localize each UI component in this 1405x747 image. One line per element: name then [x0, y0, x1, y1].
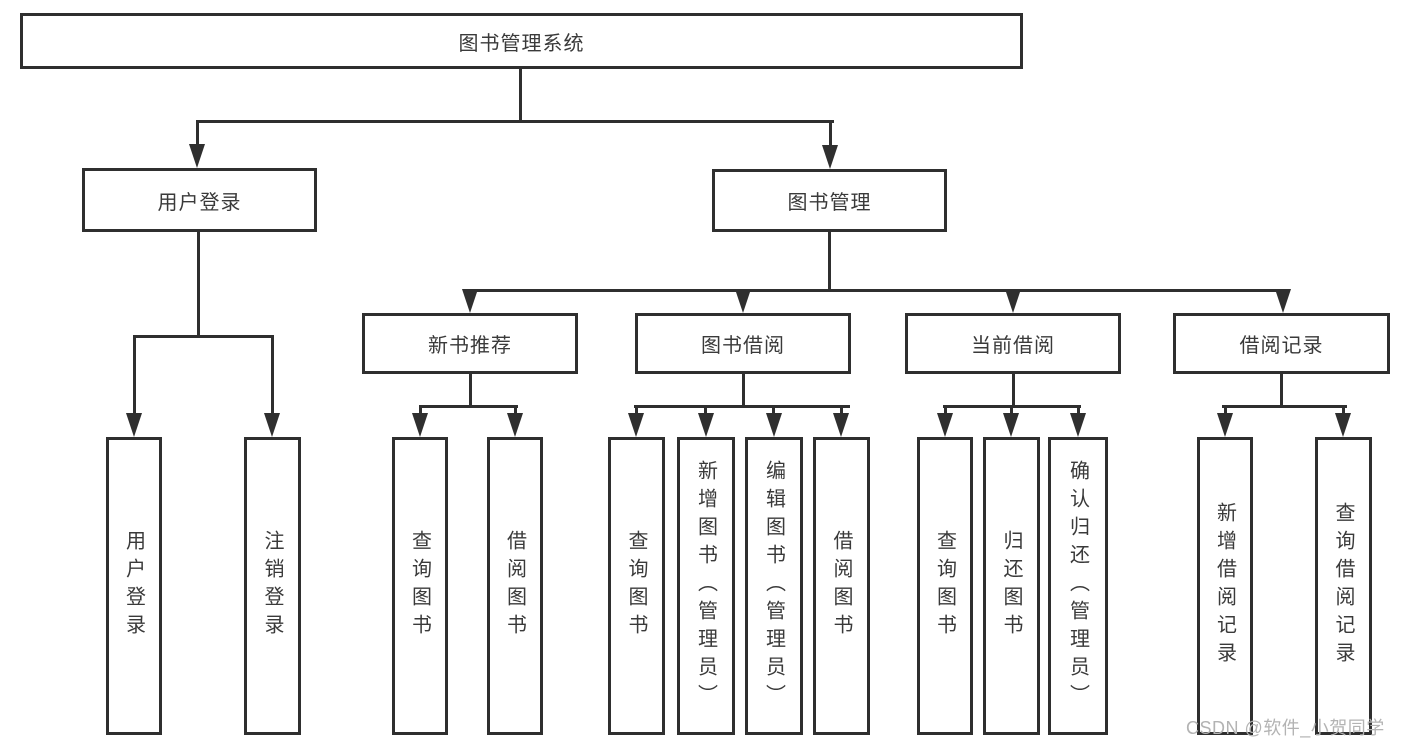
connector-line [634, 405, 850, 408]
csdn-watermark: CSDN @软件_小贺同学 [1186, 718, 1385, 738]
connector-line [469, 289, 1286, 292]
connector-line [828, 232, 831, 292]
connector-line [469, 374, 472, 408]
arrow-down-icon [766, 413, 782, 437]
node-new-book-recommend: 新书推荐 [362, 313, 578, 374]
arrow-down-icon [264, 413, 280, 437]
leaf-query-borrow-record: 查询借阅记录 [1315, 437, 1372, 735]
leaf-add-book-admin: 新增图书（管理员） [677, 437, 735, 735]
connector-line [829, 120, 832, 159]
connector-line [742, 374, 745, 408]
connector-line [197, 232, 200, 338]
leaf-borrow-book: 借阅图书 [813, 437, 870, 735]
node-borrow-record: 借阅记录 [1173, 313, 1390, 374]
connector-line [1222, 405, 1347, 408]
arrow-down-icon [937, 413, 953, 437]
node-book-management: 图书管理 [712, 169, 947, 232]
arrow-down-icon [412, 413, 428, 437]
connector-line [1280, 374, 1283, 408]
leaf-borrow-query-book: 查询图书 [608, 437, 665, 735]
connector-line [519, 69, 522, 123]
arrow-down-icon [1275, 289, 1291, 313]
node-book-borrow: 图书借阅 [635, 313, 851, 374]
arrow-down-icon [1005, 289, 1021, 313]
arrow-down-icon [126, 413, 142, 437]
arrow-down-icon [833, 413, 849, 437]
connector-line [133, 335, 274, 338]
leaf-current-query-book: 查询图书 [917, 437, 973, 735]
node-root: 图书管理系统 [20, 13, 1023, 69]
connector-line [196, 120, 834, 123]
arrow-down-icon [189, 144, 205, 168]
leaf-add-borrow-record: 新增借阅记录 [1197, 437, 1253, 735]
arrow-down-icon [507, 413, 523, 437]
leaf-confirm-return-admin: 确认归还（管理员） [1048, 437, 1108, 735]
arrow-down-icon [698, 413, 714, 437]
leaf-recommend-borrow-book: 借阅图书 [487, 437, 543, 735]
connector-line [271, 335, 274, 423]
leaf-logout: 注销登录 [244, 437, 301, 735]
leaf-edit-book-admin: 编辑图书（管理员） [745, 437, 803, 735]
arrow-down-icon [628, 413, 644, 437]
leaf-return-book: 归还图书 [983, 437, 1040, 735]
arrow-down-icon [1070, 413, 1086, 437]
leaf-recommend-query-book: 查询图书 [392, 437, 448, 735]
arrow-down-icon [822, 145, 838, 169]
connector-line [419, 405, 518, 408]
arrow-down-icon [735, 289, 751, 313]
arrow-down-icon [1335, 413, 1351, 437]
connector-line [1012, 374, 1015, 408]
arrow-down-icon [1003, 413, 1019, 437]
connector-line [133, 335, 136, 423]
node-current-borrow: 当前借阅 [905, 313, 1121, 374]
arrow-down-icon [462, 289, 478, 313]
arrow-down-icon [1217, 413, 1233, 437]
leaf-user-login: 用户登录 [106, 437, 162, 735]
connector-line [196, 120, 199, 158]
node-user-login: 用户登录 [82, 168, 317, 232]
